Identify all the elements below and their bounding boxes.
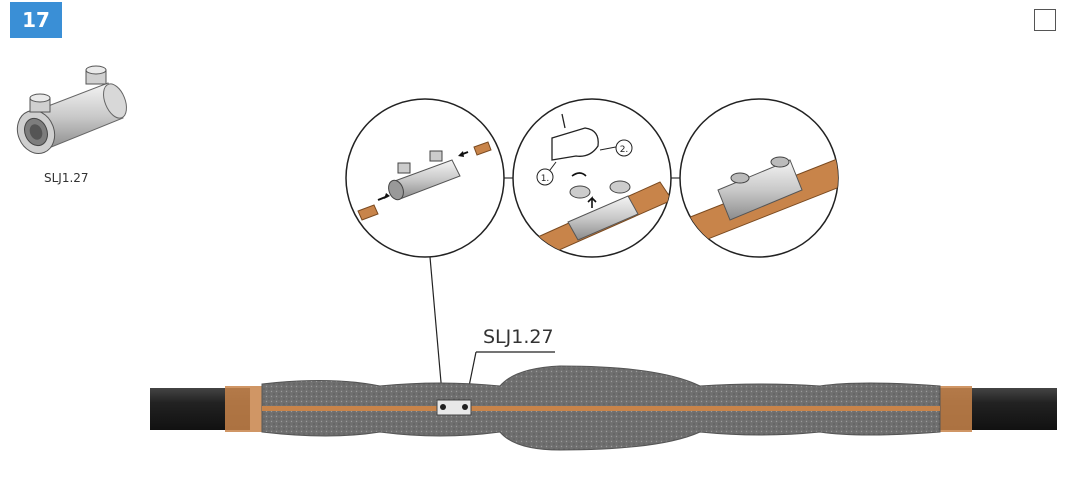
part-caption: SLJ1.27 xyxy=(44,171,89,185)
cable-joint-assembly xyxy=(150,365,1057,451)
detail-step-2-label: 2. xyxy=(620,145,629,155)
wrench-icon xyxy=(551,113,599,161)
connector-callout-label: SLJ1.27 xyxy=(483,326,554,348)
detail-finished-joint xyxy=(679,98,839,258)
step-checkbox[interactable] xyxy=(1034,9,1056,31)
detail-step-1-label: 1. xyxy=(541,174,550,184)
connector-icon xyxy=(16,65,127,154)
step-number-badge: 17 xyxy=(10,2,62,38)
detail-tighten-bolts: 1. 2. xyxy=(512,98,672,258)
insert-arrow-icon xyxy=(587,196,597,208)
detail-insert-conductors xyxy=(345,98,505,258)
rotate-arrow-icon xyxy=(571,172,587,177)
